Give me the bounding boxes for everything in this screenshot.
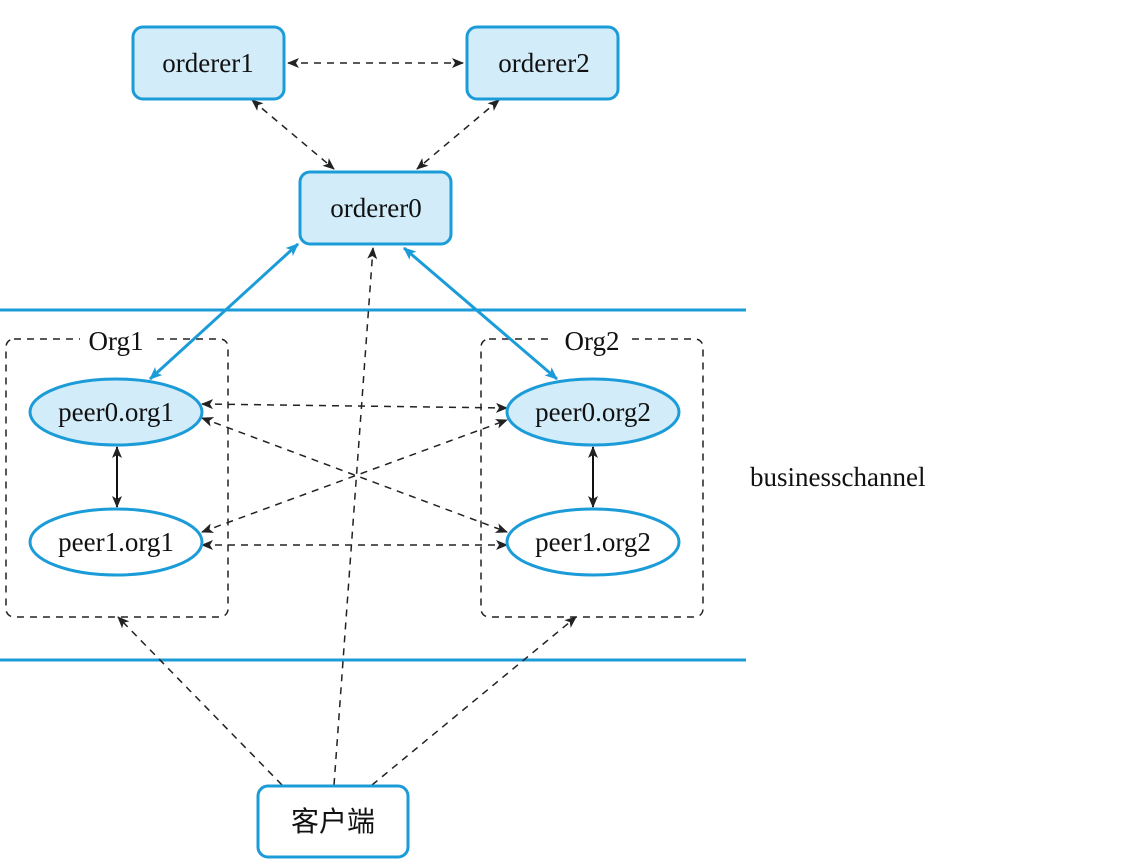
peer1-org2-label: peer1.org2 <box>535 527 651 557</box>
orderer2-label: orderer2 <box>498 48 589 78</box>
org1-label: Org1 <box>88 326 143 356</box>
orderer0-label: orderer0 <box>330 193 421 223</box>
org2-label: Org2 <box>564 326 619 356</box>
link-client-orderer0 <box>333 247 378 786</box>
link-peer1org1-peer0org2 <box>201 419 508 533</box>
peer0-org2-node[interactable]: peer0.org2 <box>505 377 681 447</box>
link-orderer0-peer0-org2 <box>403 246 558 381</box>
client-label: 客户端 <box>291 805 375 838</box>
link-peer0org1-peer1org2 <box>201 417 508 533</box>
peer1-org1-label: peer1.org1 <box>58 527 174 557</box>
orderer1-label: orderer1 <box>162 48 253 78</box>
peer1-org1-node[interactable]: peer1.org1 <box>28 507 204 577</box>
link-client-org2 <box>371 616 577 786</box>
link-client-org1 <box>117 616 283 786</box>
peer0-org1-label: peer0.org1 <box>58 397 174 427</box>
link-orderer2-orderer0 <box>416 99 500 170</box>
peer1-org2-node[interactable]: peer1.org2 <box>505 507 681 577</box>
orderer2-node[interactable]: orderer2 <box>465 25 620 101</box>
peer0-org2-label: peer0.org2 <box>535 397 651 427</box>
orderer1-node[interactable]: orderer1 <box>131 25 286 101</box>
link-orderer0-peer0-org1 <box>148 242 300 381</box>
link-orderer1-orderer0 <box>251 99 335 170</box>
link-peer0org1-peer0org2 <box>201 399 508 413</box>
channel-label: businesschannel <box>750 462 925 492</box>
peer0-org1-node[interactable]: peer0.org1 <box>28 377 204 447</box>
orderer0-node[interactable]: orderer0 <box>298 170 453 246</box>
client-node[interactable]: 客户端 <box>256 784 410 859</box>
